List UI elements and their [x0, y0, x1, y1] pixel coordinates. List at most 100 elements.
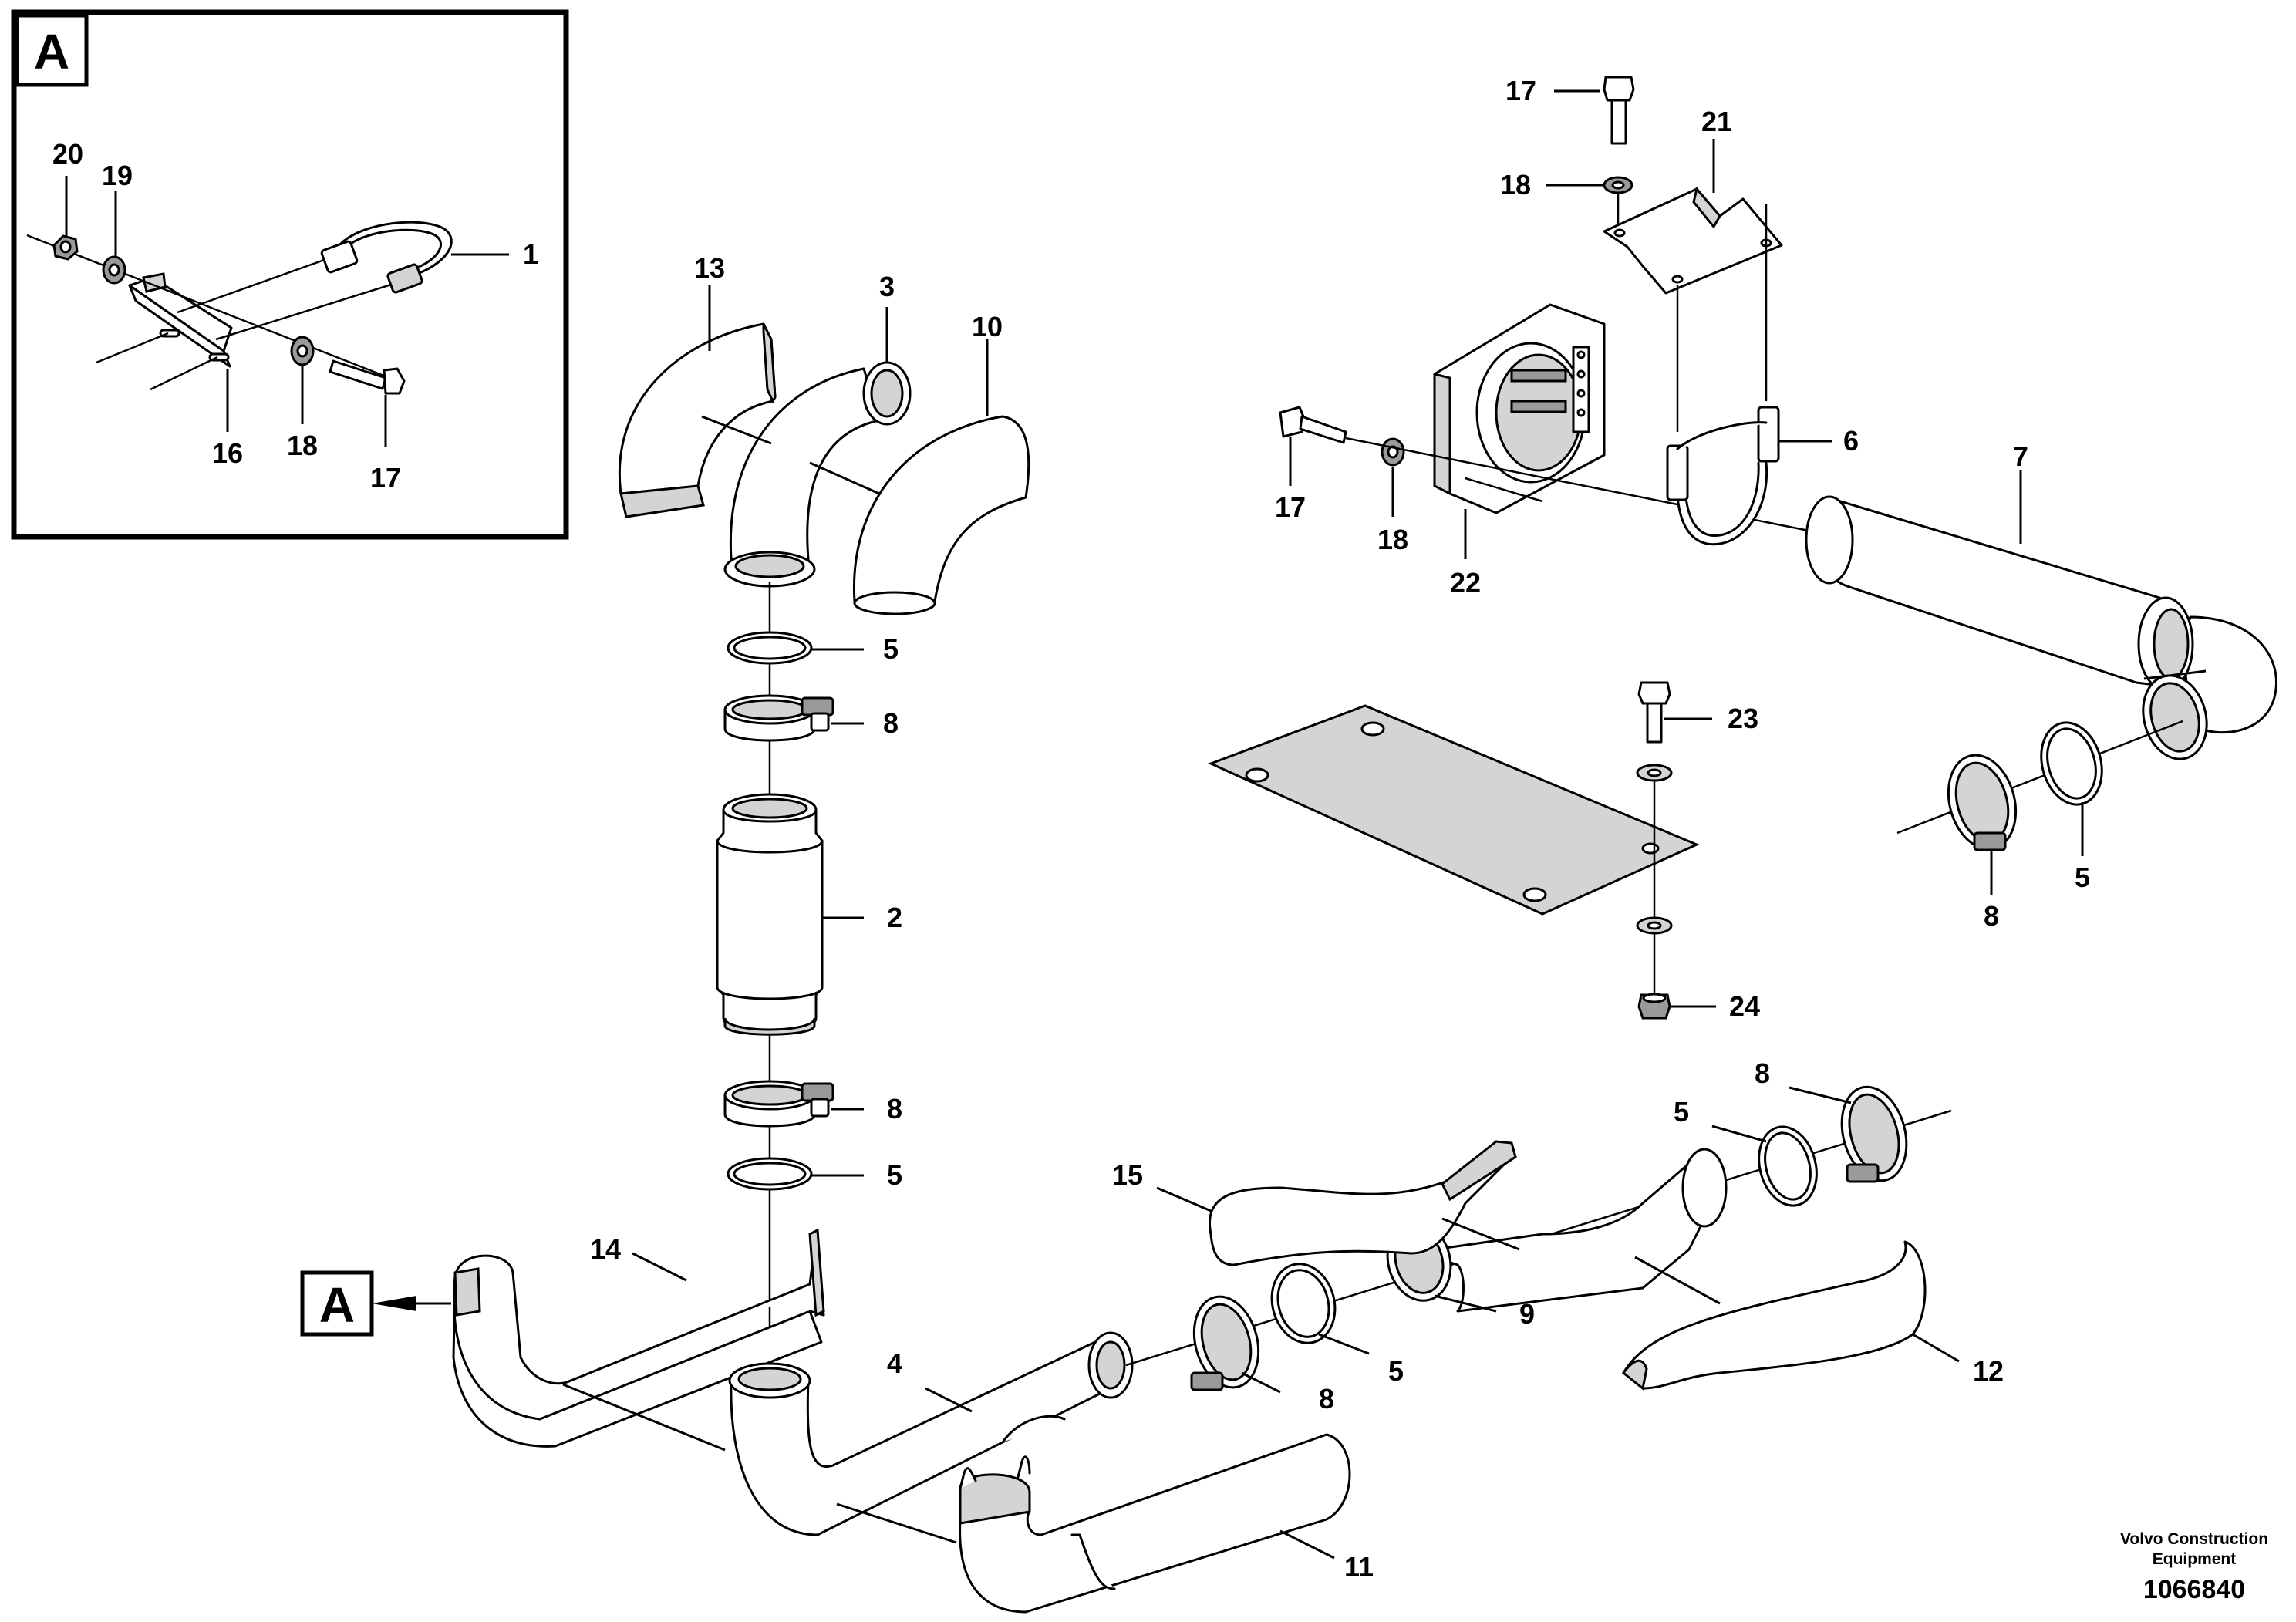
callout-5-far-right: 5	[2075, 862, 2090, 893]
clamp-8-right	[1840, 1085, 1908, 1183]
clamp-8-far-right	[1947, 754, 2018, 851]
leader-12	[1912, 1333, 1960, 1363]
callout-9: 9	[1519, 1298, 1535, 1330]
detail-a-letter: A	[34, 24, 69, 79]
callout-5-middle: 5	[887, 1159, 902, 1191]
detail-a-letter-box	[15, 13, 89, 87]
callout-1: 1	[523, 238, 538, 270]
bracket-16-axis-2	[150, 356, 218, 391]
leader-5-right	[1711, 1125, 1767, 1143]
leader-11	[1279, 1529, 1335, 1560]
washer-18-right	[1381, 437, 1405, 467]
detail-reference-box	[300, 1270, 374, 1337]
document-number: 1066840	[2143, 1575, 2245, 1604]
callout-17-right: 17	[1275, 491, 1306, 523]
callout-18-right: 18	[1377, 524, 1408, 555]
washer-18-upper	[1603, 176, 1633, 194]
callout-14: 14	[590, 1233, 621, 1265]
callout-10: 10	[972, 311, 1003, 342]
leader-8-lower	[1241, 1371, 1281, 1394]
callout-4: 4	[887, 1347, 902, 1379]
callout-18-detail: 18	[287, 430, 318, 461]
leader-15	[1156, 1186, 1212, 1212]
gasket-5-lower	[1270, 1263, 1337, 1344]
clamp-8-lower	[1190, 1295, 1260, 1391]
callout-19: 19	[102, 160, 133, 191]
clamp-6	[1666, 406, 1780, 546]
detail-a-bolt-axis	[26, 234, 386, 378]
detail-reference-arrow	[372, 1296, 416, 1311]
bracket-21	[1603, 186, 1783, 295]
callout-8-upper: 8	[883, 707, 899, 739]
callout-8-lower: 8	[1319, 1383, 1334, 1415]
gasket-5-upper	[727, 631, 813, 665]
bolt-17-right	[1279, 406, 1347, 444]
washer-plate-lower	[1636, 916, 1673, 935]
nut-20	[52, 234, 79, 261]
callout-3: 3	[879, 271, 895, 302]
washer-plate-upper	[1636, 764, 1673, 782]
callout-15: 15	[1112, 1159, 1143, 1191]
shield-13	[618, 322, 777, 518]
company-name-line1: Volvo Construction	[2120, 1530, 2268, 1548]
pipe-4	[728, 1331, 1134, 1536]
washer-18-detail	[290, 336, 315, 366]
callout-5-lower: 5	[1388, 1355, 1404, 1387]
leader-12-to-pipe9	[1634, 1256, 1721, 1305]
callout-16: 16	[212, 437, 243, 469]
leader-9	[1434, 1294, 1497, 1313]
nut-24	[1637, 993, 1671, 1020]
bracket-16-axis-1	[96, 332, 169, 364]
detail-a-clamp-axis-lower	[215, 280, 402, 341]
leader-5-lower	[1318, 1333, 1370, 1355]
clamp-8-upper	[723, 694, 834, 742]
callout-11: 11	[1344, 1551, 1374, 1583]
leader-10-to-elbow	[809, 461, 880, 495]
flange-22	[1433, 303, 1606, 514]
detail-a-inset: A	[11, 9, 569, 540]
clamp-8-middle	[723, 1080, 834, 1128]
callout-12: 12	[1973, 1355, 2004, 1387]
mounting-plate	[1208, 704, 1700, 916]
leader-13-to-elbow	[701, 415, 772, 445]
leader-7-to-elbow	[2143, 669, 2207, 680]
bolt-17-detail	[329, 359, 406, 395]
detail-a-clamp-axis-upper	[177, 253, 340, 314]
callout-13: 13	[694, 252, 725, 284]
callout-17-detail: 17	[370, 462, 401, 494]
leader-14-to-pipe	[562, 1383, 726, 1452]
leader-14	[632, 1252, 687, 1282]
callout-5-upper: 5	[883, 633, 899, 665]
detail-reference-letter: A	[319, 1277, 355, 1333]
callout-17-upper: 17	[1505, 75, 1536, 106]
shield-14	[452, 1228, 825, 1448]
callout-8-middle: 8	[887, 1093, 902, 1125]
shield-12	[1621, 1240, 1927, 1391]
callout-2: 2	[887, 902, 902, 933]
leader-8-right	[1789, 1086, 1852, 1104]
callout-7: 7	[2013, 440, 2028, 472]
leader-4	[925, 1387, 973, 1413]
callout-21: 21	[1701, 106, 1732, 137]
callout-23: 23	[1728, 703, 1758, 734]
company-name-line2: Equipment	[2153, 1550, 2237, 1568]
callout-5-right: 5	[1674, 1096, 1689, 1128]
flange-axis	[1465, 477, 1543, 503]
bolt-17-upper	[1603, 76, 1635, 145]
gasket-5-right	[1758, 1125, 1818, 1207]
callout-22: 22	[1450, 567, 1481, 599]
washer-19	[102, 255, 126, 285]
gasket-5-far-right	[2040, 721, 2103, 806]
shield-15	[1209, 1140, 1517, 1266]
leader-15-to-pipe9	[1441, 1217, 1520, 1251]
shield-11	[959, 1433, 1351, 1614]
flex-pipe-2	[716, 793, 824, 1036]
callout-24: 24	[1729, 990, 1760, 1022]
bolt-23	[1637, 681, 1671, 744]
callout-20: 20	[52, 138, 83, 170]
callout-6: 6	[1843, 425, 1859, 457]
clamp-1	[320, 221, 453, 294]
muffler-assembly-axis	[1896, 720, 2183, 835]
gasket-5-middle	[727, 1157, 813, 1191]
